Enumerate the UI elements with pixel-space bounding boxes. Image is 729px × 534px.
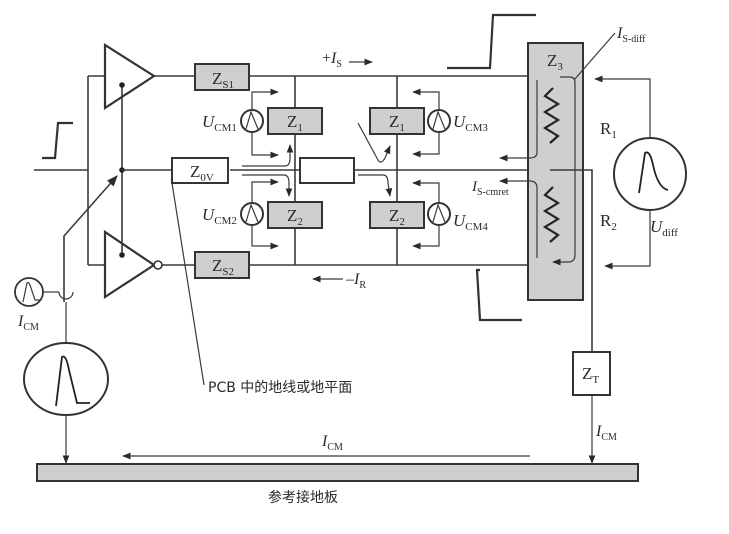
is-diff-pointer xyxy=(573,32,616,81)
zs1-label: ZS1 xyxy=(212,69,234,91)
ucm3-pulse-icon xyxy=(432,110,446,130)
ir-minus-label: –IR xyxy=(345,271,366,291)
is-plus-label: +IS xyxy=(322,50,342,70)
z3-label: Z3 xyxy=(547,51,563,73)
udiff-source xyxy=(613,137,687,211)
upper-driver-buffer xyxy=(103,43,157,111)
r2-label: R2 xyxy=(600,211,617,233)
icm-coupling-path xyxy=(63,175,118,302)
output-step-upper xyxy=(447,13,536,70)
icm-left-label: ICM xyxy=(17,313,39,333)
z2-left-impedance xyxy=(267,201,323,229)
icm-small-source xyxy=(14,277,44,307)
udiff-arrow-top xyxy=(594,75,651,138)
icm-small-pulse-icon xyxy=(22,281,40,303)
r1-label: R21 xyxy=(600,119,617,141)
ucm3-label: UCM3 xyxy=(453,112,488,134)
z1-right-impedance xyxy=(369,107,425,135)
crossing-current-arrow-up xyxy=(357,122,391,163)
receiver-ground-line xyxy=(550,169,593,352)
reference-ground-plane xyxy=(36,463,639,482)
ucm1-pulse-icon xyxy=(245,110,259,130)
is-diff-inner-path xyxy=(552,76,576,266)
pcb-ground-pointer xyxy=(171,182,205,386)
ucm2-label: UCM2 xyxy=(202,205,237,227)
ucm4-label: UCM4 xyxy=(453,211,488,233)
junction-dot xyxy=(119,82,125,88)
upper-return-path xyxy=(499,80,538,162)
resistor-zigzag-lower xyxy=(542,186,561,243)
ucm4-arrow-bottom xyxy=(412,225,440,250)
z1-right-label: Z1 xyxy=(389,112,405,134)
ucm2-pulse-icon xyxy=(245,203,259,223)
output-step-lower xyxy=(475,268,522,322)
zs1-impedance xyxy=(194,63,250,91)
current-probe-loop xyxy=(58,291,74,300)
pcb-ground-label: PCB 中的地线或地平面 xyxy=(208,380,352,396)
input-step-waveform xyxy=(42,121,73,160)
zt-label: ZT xyxy=(582,364,599,386)
is-diff-label: IS-diff xyxy=(616,25,646,45)
ucm3-arrow-top xyxy=(412,88,440,110)
z1-left-label: Z1 xyxy=(287,112,303,134)
udiff-pulse-icon xyxy=(638,151,669,194)
is-cmret-label: IS-cmret xyxy=(471,179,509,198)
junction-dot xyxy=(119,252,125,258)
ucm1-arrow-top xyxy=(251,88,279,110)
z2-right-impedance xyxy=(369,201,425,229)
ucm1-label: UCM1 xyxy=(202,112,237,134)
return-current-arrow-up xyxy=(242,144,294,167)
crossing-current-arrow-down xyxy=(358,174,393,197)
icm-right-label: ICM xyxy=(595,423,617,443)
reference-plane-label: 参考接地板 xyxy=(268,489,338,506)
icm-large-source xyxy=(23,342,109,416)
z0v-impedance xyxy=(171,157,229,184)
ucm1-arrow-bottom xyxy=(251,132,279,159)
udiff-arrow-bottom xyxy=(604,210,651,270)
ucm4-pulse-icon xyxy=(432,203,446,223)
is-cmret-path xyxy=(499,177,538,258)
resistor-zigzag-upper xyxy=(542,87,561,144)
icm-plane-label: ICM xyxy=(321,433,343,453)
inverter-bubble xyxy=(153,260,163,270)
udiff-label: Udiff xyxy=(650,217,678,239)
icm-large-pulse-icon xyxy=(55,355,90,407)
lower-driver-inverter xyxy=(103,229,156,300)
ground-segment-box xyxy=(299,157,355,184)
ucm2-arrow-top xyxy=(251,178,279,203)
z1-left-impedance xyxy=(267,107,323,135)
ucm4-arrow-top xyxy=(412,179,440,203)
return-current-arrow-down xyxy=(242,174,293,197)
z2-left-label: Z2 xyxy=(287,206,303,228)
z0v-label: Z0V xyxy=(190,162,214,184)
zs2-label: ZS2 xyxy=(212,256,234,278)
ucm2-arrow-bottom xyxy=(251,225,279,250)
ucm3-arrow-bottom xyxy=(412,132,440,158)
z2-right-label: Z2 xyxy=(389,206,405,228)
